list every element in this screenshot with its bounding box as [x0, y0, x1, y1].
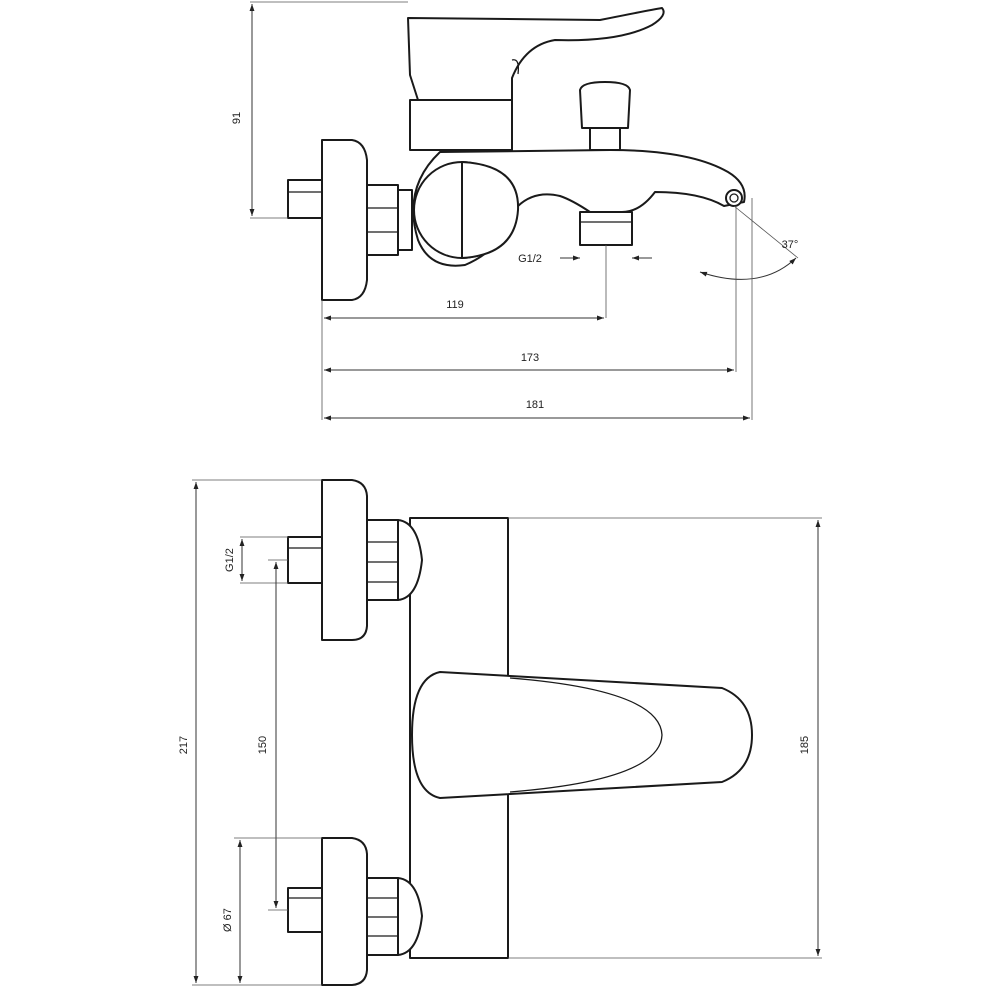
dim-thread-side-label: G1/2 — [518, 253, 542, 265]
front-top-hex-nut — [366, 519, 399, 601]
front-bottom-coupling — [397, 877, 423, 956]
side-hex-nut — [366, 184, 399, 256]
front-top-flange — [321, 479, 368, 641]
front-top-coupling — [397, 519, 423, 601]
front-bottom-eccentric — [287, 887, 323, 933]
side-shower-outlet — [579, 211, 633, 246]
dim-body-height-label: 185 — [799, 736, 811, 754]
side-diverter-knob — [579, 81, 631, 129]
side-eccentric-connector — [287, 179, 323, 219]
front-view: G1/2 150 217 Ø 67 185 — [178, 479, 822, 986]
dim-total-depth-label: 181 — [526, 399, 544, 411]
dim-flange-diameter-label: Ø 67 — [222, 908, 234, 932]
side-view: 91 G1/2 37° 119 173 181 — [231, 1, 799, 421]
side-cartridge-column — [409, 99, 513, 151]
side-lever-handle — [407, 7, 665, 101]
side-coupling — [397, 189, 413, 251]
dim-total-height-label: 217 — [178, 736, 190, 754]
dim-center-distance-label: 150 — [257, 736, 269, 754]
dim-thread-front-label: G1/2 — [224, 548, 236, 572]
front-bottom-flange — [321, 837, 368, 986]
dim-spout-reach-label: 173 — [521, 352, 539, 364]
front-lever-handle — [411, 671, 753, 799]
dim-outlet-distance-label: 119 — [446, 299, 464, 311]
front-top-eccentric — [287, 536, 323, 584]
dim-angle-label: 37° — [782, 239, 799, 251]
side-aerator — [725, 189, 743, 207]
dim-height-label: 91 — [231, 112, 243, 124]
side-wall-flange — [321, 139, 368, 301]
